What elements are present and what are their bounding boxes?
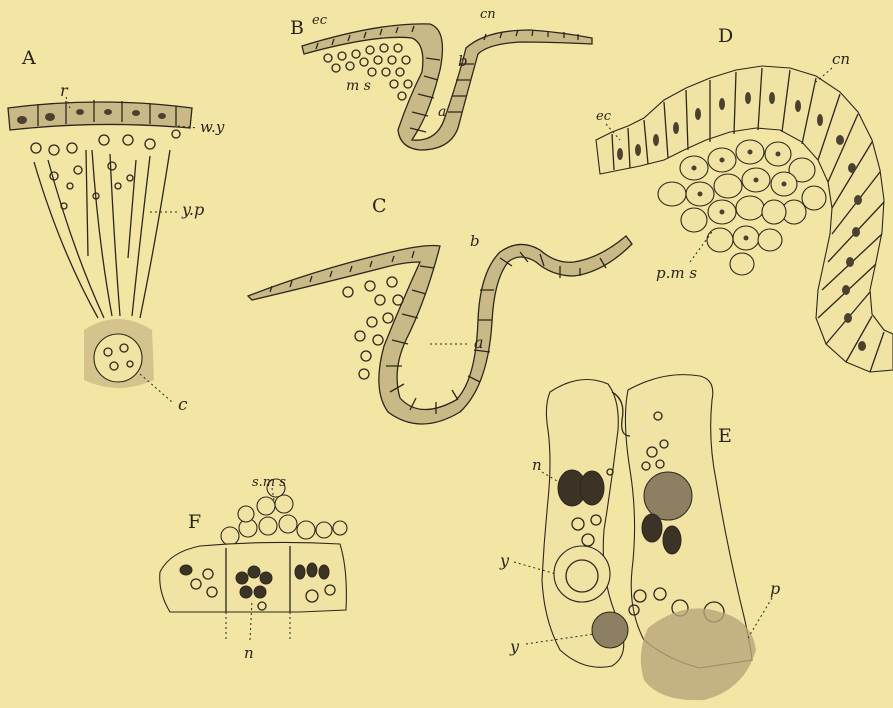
figure-c-letter: C (372, 195, 387, 217)
figure-d-label-cn: cn (832, 50, 850, 68)
figure-e-label-n: n (532, 456, 542, 474)
figure-b: B ec cn b m s a (290, 7, 592, 150)
figure-b-label-b: b (458, 52, 468, 70)
figure-a-yolk-pyramids (34, 150, 170, 318)
figure-a-label-wy: w.y (200, 118, 225, 136)
figure-d-label-ec: ec (596, 109, 612, 124)
figure-d-mesoderm-cells (658, 140, 826, 275)
figure-a-letter: A (21, 47, 36, 69)
figure-b-label-ec: ec (312, 13, 328, 28)
figure-a-label-c: c (178, 395, 188, 415)
figure-a-label-r: r (60, 81, 69, 100)
figure-e-label-p: p (770, 579, 780, 598)
figure-d-label-pms: p.m s (656, 264, 697, 282)
figure-c-label-a: a (474, 333, 484, 352)
figure-a: A (8, 47, 225, 415)
figure-f-label-sms: s.m s (252, 475, 286, 490)
figure-b-label-ms: m s (346, 78, 371, 94)
figure-a-centre-cell (94, 334, 142, 382)
figure-d: D (596, 25, 893, 372)
figure-e: E n y y p (499, 375, 780, 701)
figure-d-letter: D (718, 25, 733, 47)
figure-e-label-y2: y (509, 637, 520, 656)
figure-e-label-y1: y (499, 551, 510, 570)
figure-b-letter: B (290, 17, 304, 39)
figure-e-nucleus-right (644, 472, 692, 520)
figure-f: F s.m s n (160, 475, 347, 662)
figure-b-label-a: a (438, 104, 446, 120)
figure-f-letter: F (188, 511, 201, 533)
figure-b-label-cn: cn (480, 7, 496, 22)
figure-a-yolk-vesicles (31, 130, 180, 209)
figure-e-yolk-sphere-1 (554, 546, 610, 602)
figure-e-blob-p (641, 608, 756, 700)
figure-e-letter: E (718, 425, 732, 447)
figure-f-label-n: n (244, 644, 254, 662)
figure-a-label-yp: y.p (181, 200, 204, 219)
figure-e-yolk-sphere-2 (592, 612, 628, 648)
figure-c-label-b: b (470, 232, 480, 250)
